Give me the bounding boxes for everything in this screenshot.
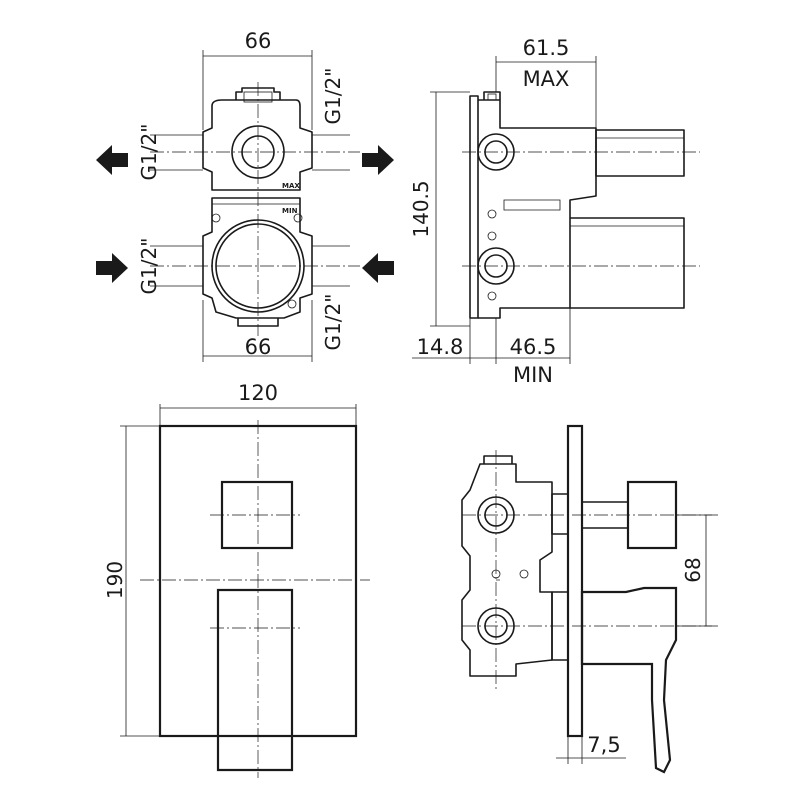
dim-thread-right-top: G1/2" [321, 68, 345, 125]
dim-thread-right-bottom: G1/2" [321, 294, 345, 351]
dim-height: 140.5 [409, 180, 433, 237]
dim-top-width: 66 [245, 29, 272, 53]
dim-plate-thickness: 7,5 [587, 733, 620, 757]
dim-thread-left-bottom: G1/2" [137, 238, 161, 295]
valve-body-front-view: MAX MIN [150, 50, 360, 362]
outlet-arrow-left-top [96, 145, 128, 175]
valve-body-side-view [412, 56, 700, 364]
dim-bottom-width: 66 [245, 335, 272, 359]
inlet-arrow-left-bottom [96, 253, 128, 283]
outlet-arrow-right-bottom [362, 253, 394, 283]
dim-depth-max-label: MAX [523, 67, 570, 91]
inlet-arrow-right-top [362, 145, 394, 175]
dim-thread-left-top: G1/2" [137, 124, 161, 181]
dim-offset: 14.8 [417, 335, 464, 359]
assembly-side-view [461, 424, 718, 774]
dim-depth-min-label: MIN [513, 363, 553, 387]
cover-plate-front-view [120, 404, 370, 778]
max-mark-text: MAX [282, 182, 300, 190]
dim-depth-max-value: 61.5 [523, 36, 570, 60]
dim-handle-spacing: 68 [681, 557, 705, 582]
dim-plate-height: 190 [103, 561, 127, 599]
min-mark-text: MIN [282, 207, 298, 215]
dim-plate-width: 120 [238, 381, 278, 405]
dim-depth-min-value: 46.5 [510, 335, 557, 359]
flow-arrows [96, 145, 394, 283]
